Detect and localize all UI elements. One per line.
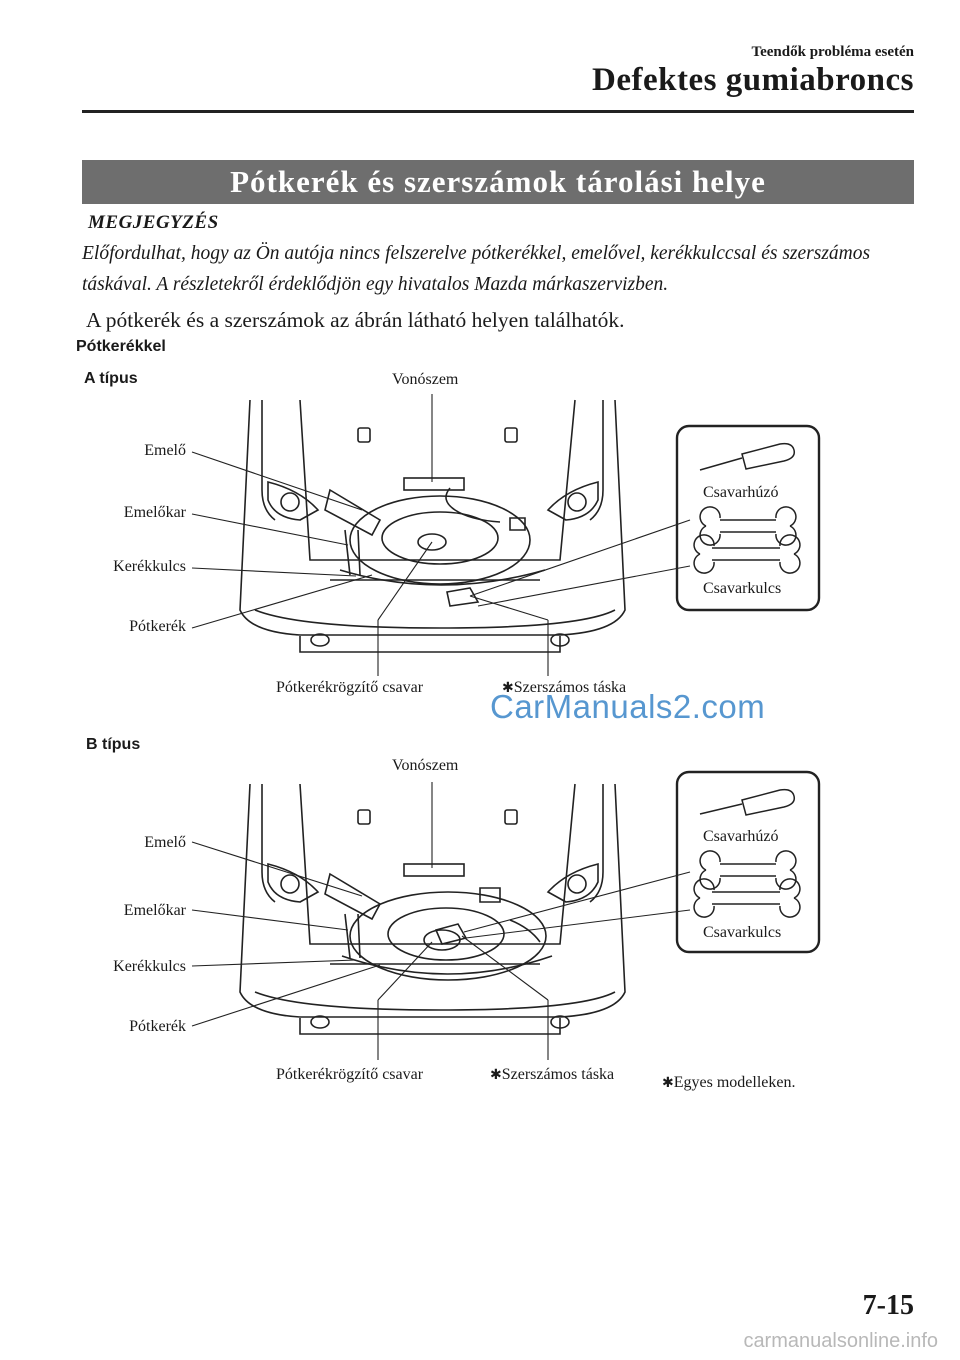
label-b-hook: Vonószem bbox=[392, 757, 459, 774]
label-a-jack-handle: Emelőkar bbox=[123, 504, 186, 521]
label-b-bolt: Pótkerékrögzítő csavar bbox=[276, 1066, 424, 1083]
asterisk-icon: ✱ bbox=[490, 1068, 502, 1083]
running-header-section: Teendők probléma esetén bbox=[751, 44, 914, 60]
header-rule bbox=[82, 110, 914, 113]
label-a-jack: Emelő bbox=[144, 442, 186, 459]
type-b-label: B típus bbox=[86, 736, 141, 753]
label-a-lug-wrench: Kerékkulcs bbox=[113, 558, 186, 575]
label-b-jack-handle: Emelőkar bbox=[123, 902, 186, 919]
diagram-a-illustration bbox=[191, 394, 821, 676]
subsection-label: Pótkerékkel bbox=[76, 338, 166, 355]
site-watermark: carmanualsonline.info bbox=[743, 1330, 938, 1352]
label-a-tool-bag: ✱Szerszámos táska bbox=[502, 679, 627, 696]
intro-text: A pótkerék és a szerszámok az ábrán láth… bbox=[86, 308, 625, 332]
label-b-spanner: Csavarkulcs bbox=[703, 924, 782, 941]
footnote: ✱Egyes modelleken. bbox=[662, 1074, 796, 1091]
running-header-chapter: Defektes gumiabroncs bbox=[592, 62, 914, 98]
label-a-hook: Vonószem bbox=[392, 371, 459, 388]
page-number: 7-15 bbox=[862, 1290, 914, 1321]
label-a-spare-tire: Pótkerék bbox=[129, 618, 186, 635]
label-b-jack: Emelő bbox=[144, 834, 186, 851]
label-a-spanner: Csavarkulcs bbox=[703, 580, 782, 597]
label-a-bolt: Pótkerékrögzítő csavar bbox=[276, 679, 424, 696]
section-title-bar: Pótkerék és szerszámok tárolási helye bbox=[82, 160, 914, 204]
label-a-screwdriver: Csavarhúzó bbox=[703, 484, 779, 501]
diagram-b-illustration bbox=[191, 770, 821, 1060]
asterisk-icon: ✱ bbox=[502, 681, 514, 696]
label-b-tool-bag: ✱Szerszámos táska bbox=[490, 1066, 615, 1083]
note-heading: MEGJEGYZÉS bbox=[88, 212, 219, 233]
type-a-label: A típus bbox=[84, 370, 138, 387]
label-b-spare-tire: Pótkerék bbox=[129, 1018, 186, 1035]
watermark-logo: CarManuals2.com bbox=[490, 688, 766, 725]
asterisk-icon: ✱ bbox=[662, 1076, 674, 1091]
label-b-lug-wrench: Kerékkulcs bbox=[113, 958, 186, 975]
note-text: Előfordulhat, hogy az Ön autója nincs fe… bbox=[82, 243, 871, 295]
label-b-screwdriver: Csavarhúzó bbox=[703, 828, 779, 845]
